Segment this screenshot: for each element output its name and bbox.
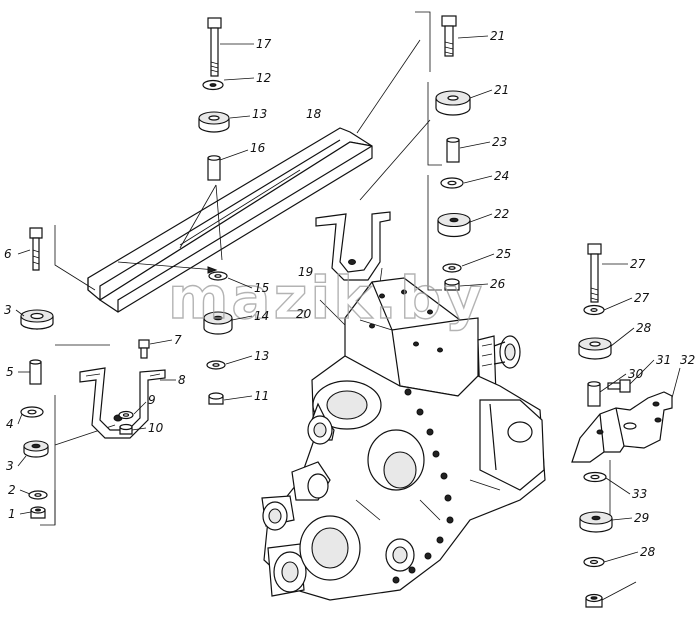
bolt-26 [587,243,602,303]
callout-1: 1 [8,507,16,521]
callout-12-top: 12 [256,71,271,85]
callout-6: 6 [4,247,12,261]
washer-23 [440,177,464,189]
washer-12-mid [206,360,226,370]
callout-21-mid: 22 [494,207,509,221]
washer-27-bottom [583,556,605,568]
callout-7: 7 [174,333,182,347]
bolt-20 [441,15,457,57]
washer-32 [583,471,607,483]
housing-bolt-chain [392,388,454,584]
callout-19: 20 [296,307,312,321]
callout-4: 4 [6,417,14,431]
callout-27-top: 27 [634,291,650,305]
callout-12-mid: 13 [254,349,269,363]
callout-13-mid: 14 [254,309,269,323]
callout-8: 8 [178,373,186,387]
washer-2 [28,490,48,500]
callout-24: 25 [496,247,511,261]
callout-9: 9 [148,393,156,407]
callout-16: 17 [256,37,272,51]
callout-3-top: 3 [4,303,12,317]
callout-20: 21 [490,29,505,43]
long-bracket [87,127,373,313]
callout-13-top: 13 [252,107,267,121]
callout-25: 26 [490,277,506,291]
callout-labels: 17 12 13 16 18 6 3 5 4 3 2 1 7 8 9 10 15… [4,29,695,559]
washer-3-top [20,309,54,330]
sleeve-15 [207,155,221,181]
callout-30: 31 [656,353,671,367]
washer-3-bottom [23,440,49,458]
washer-21-top [435,90,471,116]
callout-28-top: 28 [636,321,652,335]
washer-28-top [578,337,612,360]
washer-14 [208,271,228,281]
callout-14: 15 [254,281,269,295]
sleeve-5 [29,359,42,385]
callout-21-top: 21 [494,83,509,97]
nut-11 [208,392,224,405]
washer-21-mid [437,212,471,238]
callout-17: 18 [306,107,322,121]
bracket-18 [315,211,391,281]
washer-24 [442,263,462,273]
nut-25 [444,278,460,291]
callout-22: 23 [492,135,507,149]
bolt-30 [607,379,631,393]
callout-18: 19 [298,265,313,279]
watermark-text: mazik.by [168,264,485,332]
callout-2: 2 [8,483,16,497]
callout-11: 11 [254,389,269,403]
washer-28-bottom [579,511,613,533]
bolt-16 [207,17,222,77]
label-leaders [15,35,681,601]
nut-33 [585,593,603,608]
sleeve-29 [587,381,601,407]
transfer-case [261,277,546,601]
callout-29: 30 [628,367,644,381]
callout-23: 24 [494,169,509,183]
callout-32: 33 [632,487,647,501]
callout-27-bottom: 28 [640,545,656,559]
callout-5: 5 [6,365,14,379]
washer-13-mid [203,311,233,335]
callout-26: 27 [630,257,646,271]
callout-28-bottom: 29 [634,511,649,525]
nut-10 [119,423,133,435]
washer-9 [118,410,134,420]
bracket-31 [571,391,673,463]
callout-15: 16 [250,141,266,155]
washer-4 [20,406,44,418]
bolt-7 [138,339,150,359]
sleeve-22 [446,137,460,163]
callout-31: 32 [680,353,695,367]
left-bolt-6 [29,227,43,271]
washer-12-top [202,79,224,91]
callout-3-bottom: 3 [6,459,14,473]
nut-1 [30,506,46,519]
callout-10: 10 [148,421,164,435]
washer-27-top [583,304,605,316]
washer-13-top [198,111,230,133]
